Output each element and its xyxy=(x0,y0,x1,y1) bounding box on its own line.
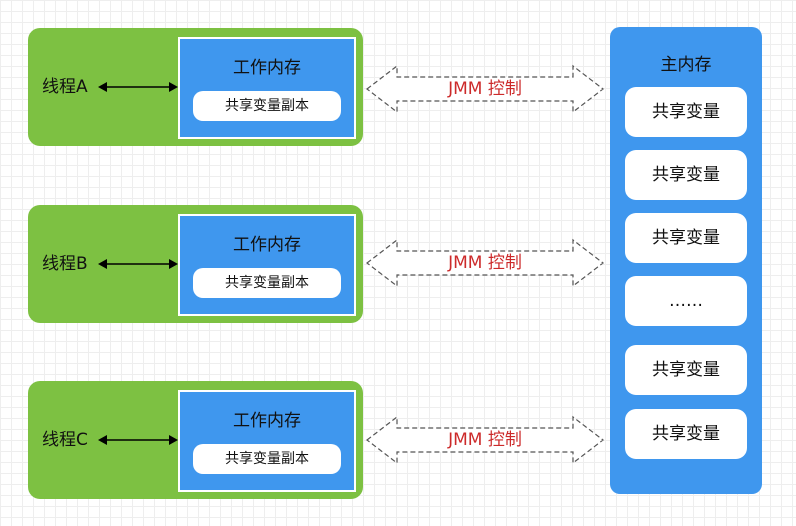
thread-b-double-arrow-icon xyxy=(98,259,178,269)
thread-c-box: 线程C 工作内存 共享变量副本 xyxy=(28,381,363,499)
main-memory: 主内存 共享变量 共享变量 共享变量 …… 共享变量 共享变量 xyxy=(610,27,762,494)
jmm-control-label-c: JMM 控制 xyxy=(448,430,522,450)
thread-b-shared-variable-copy: 共享变量副本 xyxy=(193,268,341,298)
thread-a-work-memory: 工作内存 共享变量副本 xyxy=(178,37,356,139)
thread-b-box: 线程B 工作内存 共享变量副本 xyxy=(28,205,363,323)
thread-a-double-arrow-icon xyxy=(98,82,178,92)
thread-c-label: 线程C xyxy=(42,430,88,450)
thread-b-label: 线程B xyxy=(42,254,88,274)
jmm-control-label-b: JMM 控制 xyxy=(448,253,522,273)
shared-variable-4: 共享变量 xyxy=(625,345,747,395)
thread-b-work-memory-title: 工作内存 xyxy=(233,235,301,255)
thread-a-box: 线程A 工作内存 共享变量副本 xyxy=(28,28,363,146)
thread-c-double-arrow-icon xyxy=(98,435,178,445)
jmm-control-label-a: JMM 控制 xyxy=(448,79,522,99)
thread-a-shared-variable-copy: 共享变量副本 xyxy=(193,91,341,121)
shared-variable-1: 共享变量 xyxy=(625,87,747,137)
jmm-arrow-b-icon xyxy=(366,238,604,288)
shared-variable-2: 共享变量 xyxy=(625,150,747,200)
shared-variable-ellipsis: …… xyxy=(625,276,747,326)
thread-c-shared-variable-copy: 共享变量副本 xyxy=(193,444,341,474)
shared-variable-5: 共享变量 xyxy=(625,409,747,459)
shared-variable-3: 共享变量 xyxy=(625,213,747,263)
jmm-arrow-a-icon xyxy=(366,64,604,114)
thread-c-work-memory-title: 工作内存 xyxy=(233,411,301,431)
thread-b-work-memory: 工作内存 共享变量副本 xyxy=(178,214,356,316)
main-memory-title: 主内存 xyxy=(660,55,712,75)
jmm-arrow-c-icon xyxy=(366,415,604,465)
thread-a-label: 线程A xyxy=(42,77,88,97)
thread-a-work-memory-title: 工作内存 xyxy=(233,58,301,78)
thread-c-work-memory: 工作内存 共享变量副本 xyxy=(178,390,356,492)
